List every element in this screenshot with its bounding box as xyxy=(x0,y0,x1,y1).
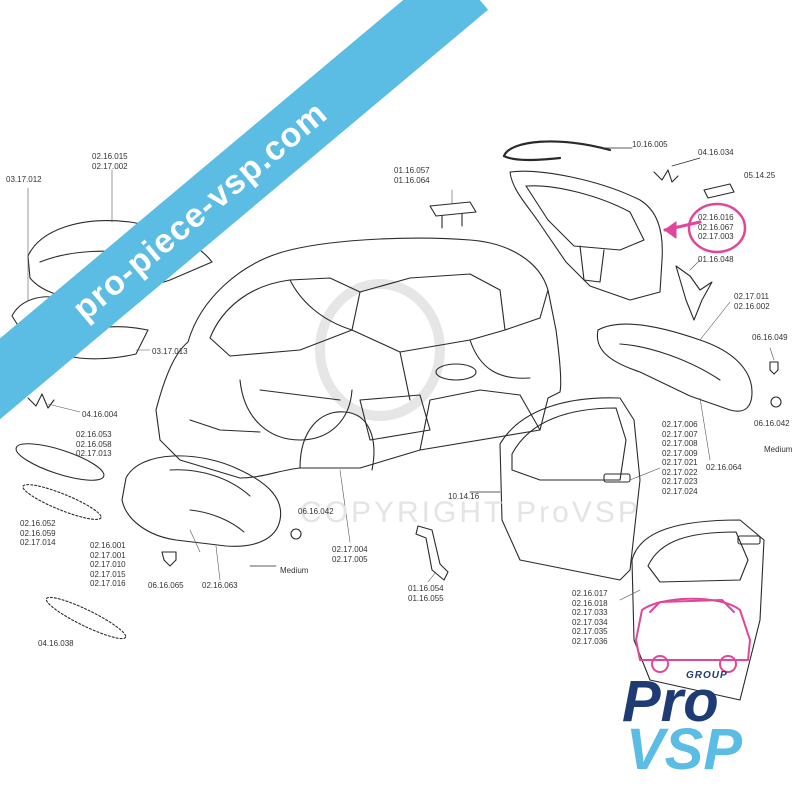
copyright-watermark: COPYRIGHT ProVSP xyxy=(300,496,641,529)
label-rear-clip: 06.16.042 xyxy=(754,419,790,428)
front-clip xyxy=(27,393,55,409)
label-hood-left: 03.17.012 xyxy=(6,175,42,184)
label-front-medium: Medium xyxy=(280,566,309,575)
label-front-clip: 04.16.004 xyxy=(82,410,118,419)
label-bumper-main: 02.16.063 xyxy=(202,581,238,590)
front-bumper xyxy=(121,455,282,547)
label-hood-under: 03.17.013 xyxy=(152,347,188,356)
label-roof-clip: 04.16.034 xyxy=(698,148,734,157)
label-bracket: 01.16.054 01.16.055 xyxy=(408,584,444,603)
roof-clip xyxy=(653,169,679,183)
label-tailgate: 02.16.016 02.16.067 02.17.003 xyxy=(698,213,734,241)
logo-vsp-text: VSP xyxy=(626,717,743,782)
tailgate xyxy=(509,170,663,301)
label-right-door: 02.17.006 02.17.007 02.17.008 02.17.009 … xyxy=(662,420,698,496)
rear-screw xyxy=(769,361,779,375)
left-door xyxy=(631,519,765,701)
rear-clip xyxy=(770,396,782,408)
label-left-door: 02.16.017 02.16.018 02.17.033 02.17.034 … xyxy=(572,589,608,646)
label-rear-bumper: 02.17.011 02.16.002 xyxy=(734,292,770,311)
bracket xyxy=(415,525,449,581)
front-grille-top xyxy=(15,443,105,481)
faint-emblem xyxy=(315,279,445,421)
label-body-shell: 02.17.004 02.17.005 xyxy=(332,545,368,564)
label-tailgate-badge: 05.14.25 xyxy=(744,171,776,180)
label-tailgate-support: 01.16.048 xyxy=(698,255,734,264)
label-rear-medium: Medium xyxy=(764,445,793,454)
label-side-seal: 10.14.16 xyxy=(448,492,480,501)
right-door xyxy=(499,397,641,581)
logo-car-outline xyxy=(635,597,751,673)
label-lower-grille: 04.16.038 xyxy=(38,639,74,648)
label-rear-screw: 06.16.049 xyxy=(752,333,788,342)
lower-grille xyxy=(45,596,127,640)
label-front-grille-left: 02.16.052 02.16.059 02.17.014 xyxy=(20,519,56,547)
front-grille-left xyxy=(22,484,102,520)
logo-group-text: GROUP xyxy=(686,670,728,681)
tailgate-support xyxy=(675,265,713,321)
logo-pro-text: Pro xyxy=(622,669,719,734)
hinge xyxy=(429,201,477,229)
roof-seal xyxy=(502,140,612,158)
label-front-bumper: 02.16.001 02.17.001 02.17.010 02.17.015 … xyxy=(90,541,126,588)
label-hinge: 01.16.057 01.16.064 xyxy=(394,166,430,185)
tailgate-badge xyxy=(703,183,735,199)
label-rear-bumper-part: 02.16.064 xyxy=(706,463,742,472)
body-shell xyxy=(155,237,562,479)
label-front-grille-top: 02.16.053 02.16.058 02.17.013 xyxy=(76,430,112,458)
front-clip-small xyxy=(290,528,302,540)
label-hood: 02.16.015 02.17.002 xyxy=(92,152,128,171)
rear-bumper xyxy=(596,323,753,412)
label-front-clip-small: 06.16.042 xyxy=(298,507,334,516)
label-bumper-screw: 06.16.065 xyxy=(148,581,184,590)
label-roof-seal: 10.16.005 xyxy=(632,140,668,149)
bumper-screw xyxy=(161,551,177,567)
